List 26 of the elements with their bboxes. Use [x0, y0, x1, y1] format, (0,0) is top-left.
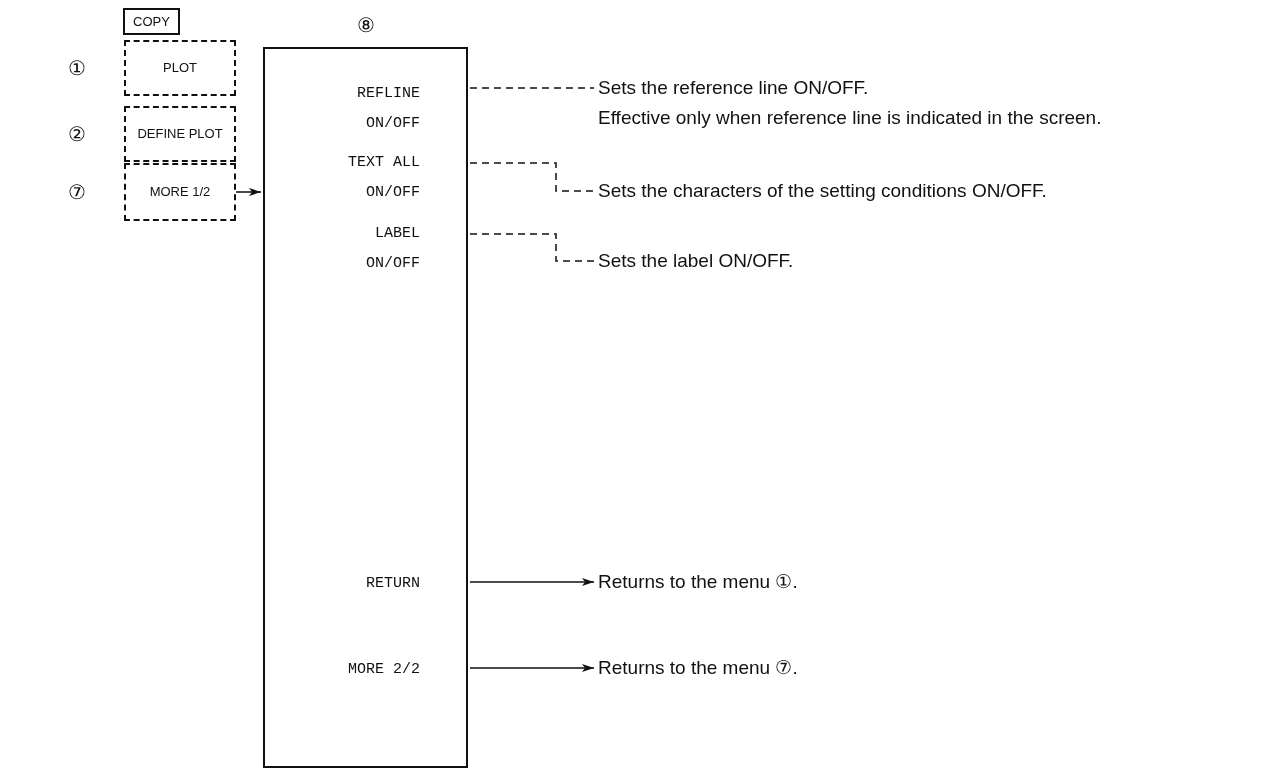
- description-text: Sets the reference line ON/OFF.: [598, 76, 870, 100]
- softkey-label: DEFINE PLOT: [137, 126, 223, 142]
- softkey-label: MORE 2/2: [347, 660, 420, 680]
- description-text: Returns to the menu ①.: [598, 570, 799, 594]
- softkey-label: TEXT ALL ON/OFF: [347, 153, 420, 203]
- leader-line: [469, 87, 595, 89]
- callout-number: ①: [68, 60, 86, 76]
- description-text: Sets the characters of the setting conditions ON/OFF.: [598, 179, 1048, 203]
- softkey-label: LABEL ON/OFF: [365, 224, 420, 274]
- callout-number: ②: [68, 126, 86, 142]
- arrow: [469, 664, 595, 672]
- softkey-label: REFLINE ON/OFF: [356, 84, 420, 134]
- arrow: [235, 188, 262, 196]
- leader-line: [469, 233, 595, 262]
- description-text: Returns to the menu ⑦.: [598, 656, 799, 680]
- description-text: Effective only when reference line is indicated in the screen.: [598, 106, 1103, 130]
- arrow: [469, 578, 595, 586]
- softkey-label: RETURN: [365, 574, 420, 594]
- leader-line: [469, 162, 595, 192]
- description-text: Sets the label ON/OFF.: [598, 249, 795, 273]
- softkey-label: PLOT: [163, 60, 197, 76]
- callout-number: ⑦: [68, 184, 86, 200]
- softkey-label: COPY: [133, 13, 170, 30]
- softkey-box: [123, 8, 180, 35]
- softkey-label: MORE 1/2: [149, 184, 211, 200]
- callout-number: ⑧: [356, 13, 375, 37]
